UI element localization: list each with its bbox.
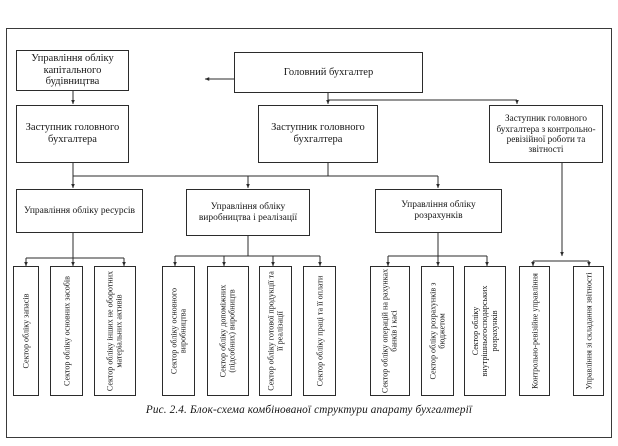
sector-label: Сектор обліку праці та її оплати bbox=[314, 275, 324, 387]
node-chief-accountant[interactable]: Головний бухгалтер bbox=[234, 52, 423, 93]
sector-label: Сектор обліку розрахунків з бюджетом bbox=[428, 282, 447, 380]
sector-box[interactable]: Сектор обліку готової продукції та її ре… bbox=[259, 266, 292, 396]
sector-box[interactable]: Контрольно-ревізійне управління bbox=[519, 266, 550, 396]
sector-box[interactable]: Сектор обліку допоміжних (підсобних) вир… bbox=[207, 266, 249, 396]
sector-label: Контрольно-ревізійне управління bbox=[529, 273, 539, 389]
sector-box[interactable]: Сектор обліку основних засобів bbox=[50, 266, 83, 396]
node-dept-settlements[interactable]: Управління обліку розрахунків bbox=[375, 189, 502, 233]
node-dept-resources-label: Управління обліку ресурсів bbox=[23, 205, 136, 216]
sector-label: Сектор обліку основних засобів bbox=[61, 276, 71, 386]
node-dept-resources[interactable]: Управління обліку ресурсів bbox=[16, 189, 143, 233]
sector-label: Сектор обліку допоміжних (підсобних) вир… bbox=[218, 284, 237, 378]
sector-box[interactable]: Сектор обліку основного виробництва bbox=[162, 266, 195, 396]
node-dept-production[interactable]: Управління обліку виробництва і реалізац… bbox=[186, 189, 310, 236]
sector-label: Сектор обліку готової продукції та її ре… bbox=[266, 271, 285, 391]
sector-label: Сектор обліку операцій на рахунках банкі… bbox=[380, 268, 399, 394]
node-dept-production-label: Управління обліку виробництва і реалізац… bbox=[198, 201, 298, 223]
node-deputy-left[interactable]: Заступник головного бухгалтера bbox=[16, 105, 129, 163]
sector-label: Сектор обліку запасів bbox=[21, 293, 31, 369]
node-deputy-left-label: Заступник головного бухгалтера bbox=[25, 122, 120, 145]
sector-label: Управління зі складання звітності bbox=[583, 272, 593, 390]
node-dept-settlements-label: Управління обліку розрахунків bbox=[401, 200, 476, 221]
node-deputy-audit[interactable]: Заступник головного бухгалтера з контрол… bbox=[489, 105, 603, 163]
node-capital-construction-label: Управління обліку капітального будівницт… bbox=[31, 52, 114, 88]
sector-label: Сектор обліку внутрішньогосподарських ро… bbox=[470, 285, 499, 377]
figure-caption: Рис. 2.4. Блок-схема комбінованої структ… bbox=[145, 404, 473, 416]
node-chief-accountant-label: Головний бухгалтер bbox=[283, 66, 374, 78]
node-capital-construction[interactable]: Управління обліку капітального будівницт… bbox=[16, 50, 129, 91]
sector-box[interactable]: Сектор обліку операцій на рахунках банкі… bbox=[370, 266, 410, 396]
sector-label: Сектор обліку основного виробництва bbox=[169, 287, 188, 375]
sector-box[interactable]: Сектор обліку внутрішньогосподарських ро… bbox=[464, 266, 506, 396]
sector-label: Сектор обліку інших не оборотних матеріа… bbox=[105, 270, 124, 392]
sector-box[interactable]: Сектор обліку запасів bbox=[13, 266, 39, 396]
sector-box[interactable]: Сектор обліку інших не оборотних матеріа… bbox=[94, 266, 136, 396]
sector-box[interactable]: Сектор обліку праці та її оплати bbox=[303, 266, 336, 396]
sector-box[interactable]: Управління зі складання звітності bbox=[573, 266, 604, 396]
node-deputy-audit-label: Заступник головного бухгалтера з контрол… bbox=[496, 113, 596, 155]
sector-box[interactable]: Сектор обліку розрахунків з бюджетом bbox=[421, 266, 454, 396]
figure-border bbox=[6, 28, 612, 438]
node-deputy-center-label: Заступник головного бухгалтера bbox=[271, 122, 365, 145]
node-deputy-center[interactable]: Заступник головного бухгалтера bbox=[258, 105, 378, 163]
